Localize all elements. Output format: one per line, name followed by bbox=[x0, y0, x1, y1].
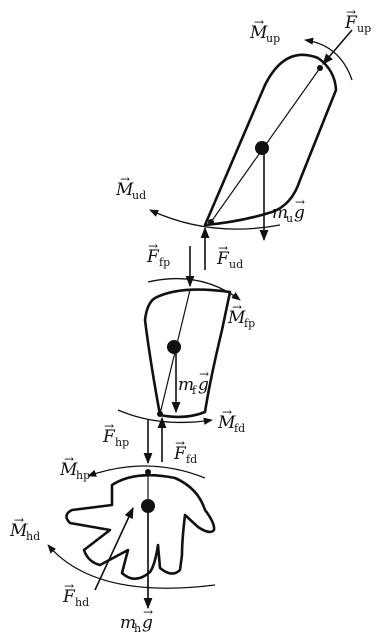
force-hd-arrow bbox=[94, 506, 134, 591]
svg-text:F: F bbox=[102, 427, 116, 447]
svg-text:F: F bbox=[173, 444, 187, 464]
svg-text:→: → bbox=[346, 5, 356, 19]
svg-text:g: g bbox=[142, 613, 153, 633]
svg-text:fd: fd bbox=[186, 453, 197, 466]
moment-fp-arc bbox=[147, 277, 241, 301]
svg-text:→: → bbox=[120, 172, 130, 186]
svg-text:→: → bbox=[232, 300, 242, 314]
svg-text:M: M bbox=[9, 521, 28, 541]
label-M-fp: → M fp bbox=[227, 300, 255, 330]
svg-text:hp: hp bbox=[115, 436, 129, 449]
svg-text:M: M bbox=[115, 180, 134, 200]
forearm-segment bbox=[143, 288, 232, 419]
hand-segment bbox=[65, 469, 216, 605]
svg-text:→: → bbox=[14, 513, 24, 527]
svg-text:m: m bbox=[120, 613, 136, 633]
upper-arm-center-of-mass bbox=[255, 141, 269, 155]
svg-text:→: → bbox=[104, 419, 114, 433]
svg-text:→: → bbox=[254, 15, 264, 29]
svg-text:hd: hd bbox=[75, 596, 89, 609]
hand-center-of-mass bbox=[141, 499, 155, 513]
svg-text:→: → bbox=[218, 241, 228, 255]
svg-text:→: → bbox=[143, 605, 153, 619]
svg-text:M: M bbox=[217, 413, 236, 433]
label-F-ud: → F ud bbox=[216, 241, 243, 271]
moment-ud-arc bbox=[149, 209, 281, 230]
svg-text:→: → bbox=[148, 239, 158, 253]
moment-hd-arc bbox=[47, 544, 216, 589]
svg-text:fd: fd bbox=[234, 422, 245, 435]
svg-text:M: M bbox=[59, 460, 78, 480]
svg-text:u: u bbox=[286, 212, 293, 225]
svg-text:fp: fp bbox=[159, 256, 170, 269]
svg-text:→: → bbox=[64, 579, 74, 593]
forearm-center-of-mass bbox=[167, 340, 181, 354]
label-mg-h: m h → g bbox=[120, 605, 153, 635]
svg-text:h: h bbox=[134, 622, 141, 635]
label-M-hp: → M hp bbox=[59, 452, 90, 482]
force-up-arrow bbox=[322, 29, 353, 65]
svg-text:→: → bbox=[295, 195, 305, 209]
svg-text:fp: fp bbox=[244, 317, 255, 330]
svg-text:m: m bbox=[178, 375, 194, 395]
label-M-up: → M up bbox=[249, 15, 280, 45]
svg-text:up: up bbox=[357, 22, 371, 35]
label-mg-u: m u → g bbox=[272, 195, 305, 225]
svg-text:→: → bbox=[64, 452, 74, 466]
svg-text:→: → bbox=[175, 436, 185, 450]
svg-text:→: → bbox=[199, 367, 209, 381]
svg-text:→: → bbox=[222, 405, 232, 419]
svg-text:F: F bbox=[216, 249, 230, 269]
svg-text:ud: ud bbox=[132, 189, 146, 202]
svg-text:M: M bbox=[227, 308, 246, 328]
svg-text:m: m bbox=[272, 203, 288, 223]
svg-text:F: F bbox=[146, 247, 160, 267]
svg-text:F: F bbox=[62, 587, 76, 607]
label-F-fp: → F fp bbox=[146, 239, 170, 269]
moment-up-arc bbox=[304, 37, 353, 81]
svg-text:M: M bbox=[249, 23, 268, 43]
label-M-hd: → M hd bbox=[9, 513, 40, 543]
label-F-up: → F up bbox=[344, 5, 371, 35]
label-F-hd: → F hd bbox=[62, 579, 89, 609]
svg-text:hp: hp bbox=[76, 469, 90, 482]
svg-text:hd: hd bbox=[26, 530, 40, 543]
label-F-hp: → F hp bbox=[102, 419, 129, 449]
label-M-ud: → M ud bbox=[115, 172, 146, 202]
label-mg-f: m f → g bbox=[178, 367, 209, 397]
label-F-fd: → F fd bbox=[173, 436, 197, 466]
svg-text:F: F bbox=[344, 13, 358, 33]
svg-text:g: g bbox=[198, 375, 209, 395]
label-M-fd: → M fd bbox=[217, 405, 245, 435]
svg-text:f: f bbox=[192, 384, 197, 397]
svg-text:ud: ud bbox=[229, 258, 243, 271]
upper-arm-segment bbox=[203, 53, 338, 227]
moment-hp-arc bbox=[87, 465, 206, 479]
svg-text:up: up bbox=[266, 32, 280, 45]
svg-text:g: g bbox=[294, 203, 305, 223]
